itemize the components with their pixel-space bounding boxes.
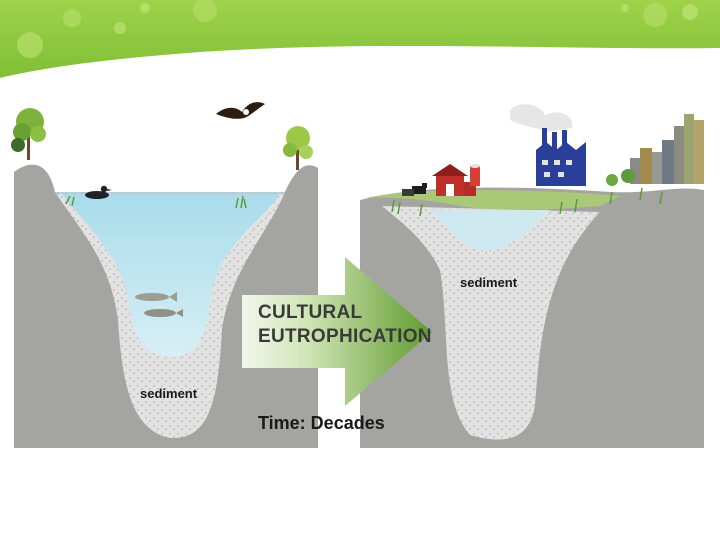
sediment-label-right: sediment [460,275,517,290]
eagle-icon [216,102,265,119]
arrow-label-line1: CULTURAL [258,302,362,324]
factory-icon [510,104,586,186]
tree-right-icon [283,126,313,170]
eutrophic-lake-panel [360,104,704,448]
arrow-label-line2: EUTROPHICATION [258,326,432,348]
city-skyline-icon [606,114,704,186]
tree-left-icon [11,108,46,160]
barn-icon [432,164,480,196]
time-label: Time: Decades [258,413,385,434]
top-banner [0,0,720,78]
sediment-label-left: sediment [140,386,197,401]
